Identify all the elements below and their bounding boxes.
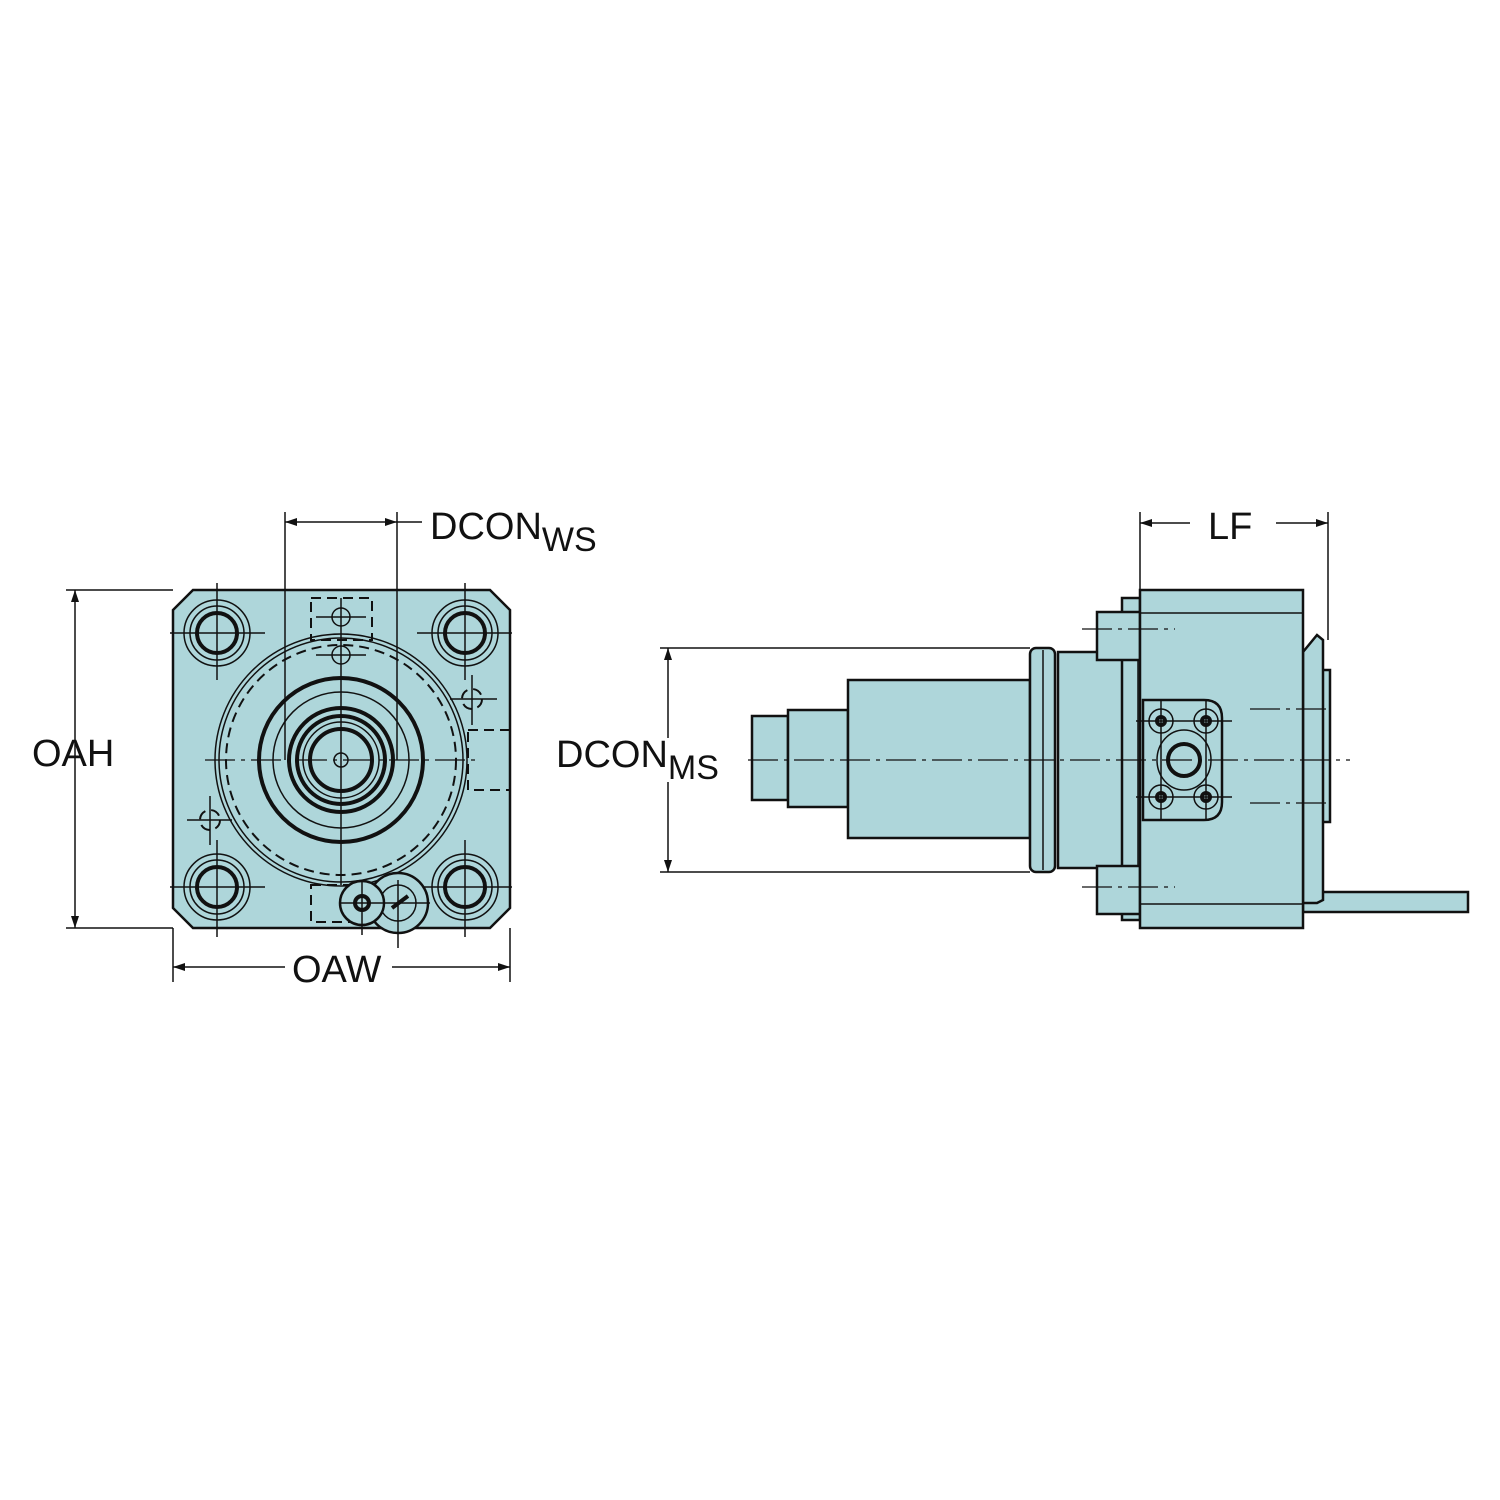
dcon-ms-main: DCON xyxy=(556,734,668,776)
front-view xyxy=(170,583,512,948)
front-dimensions xyxy=(66,512,511,982)
crosshair-right xyxy=(450,675,497,725)
lf-label: LF xyxy=(1208,506,1253,548)
dcon-ws-label: DCONWS xyxy=(430,508,597,557)
side-dimensions xyxy=(660,512,1329,873)
dcon-ws-main: DCON xyxy=(430,506,542,548)
dcon-ms-label: DCONMS xyxy=(556,736,719,785)
bolt-holes xyxy=(170,583,512,937)
dcon-ws-sub: WS xyxy=(541,521,597,559)
crosshair-left xyxy=(187,796,232,845)
oaw-label: OAW xyxy=(292,949,382,991)
dcon-ms-sub: MS xyxy=(667,749,719,787)
oah-label: OAH xyxy=(32,733,115,775)
side-view xyxy=(748,588,1470,930)
